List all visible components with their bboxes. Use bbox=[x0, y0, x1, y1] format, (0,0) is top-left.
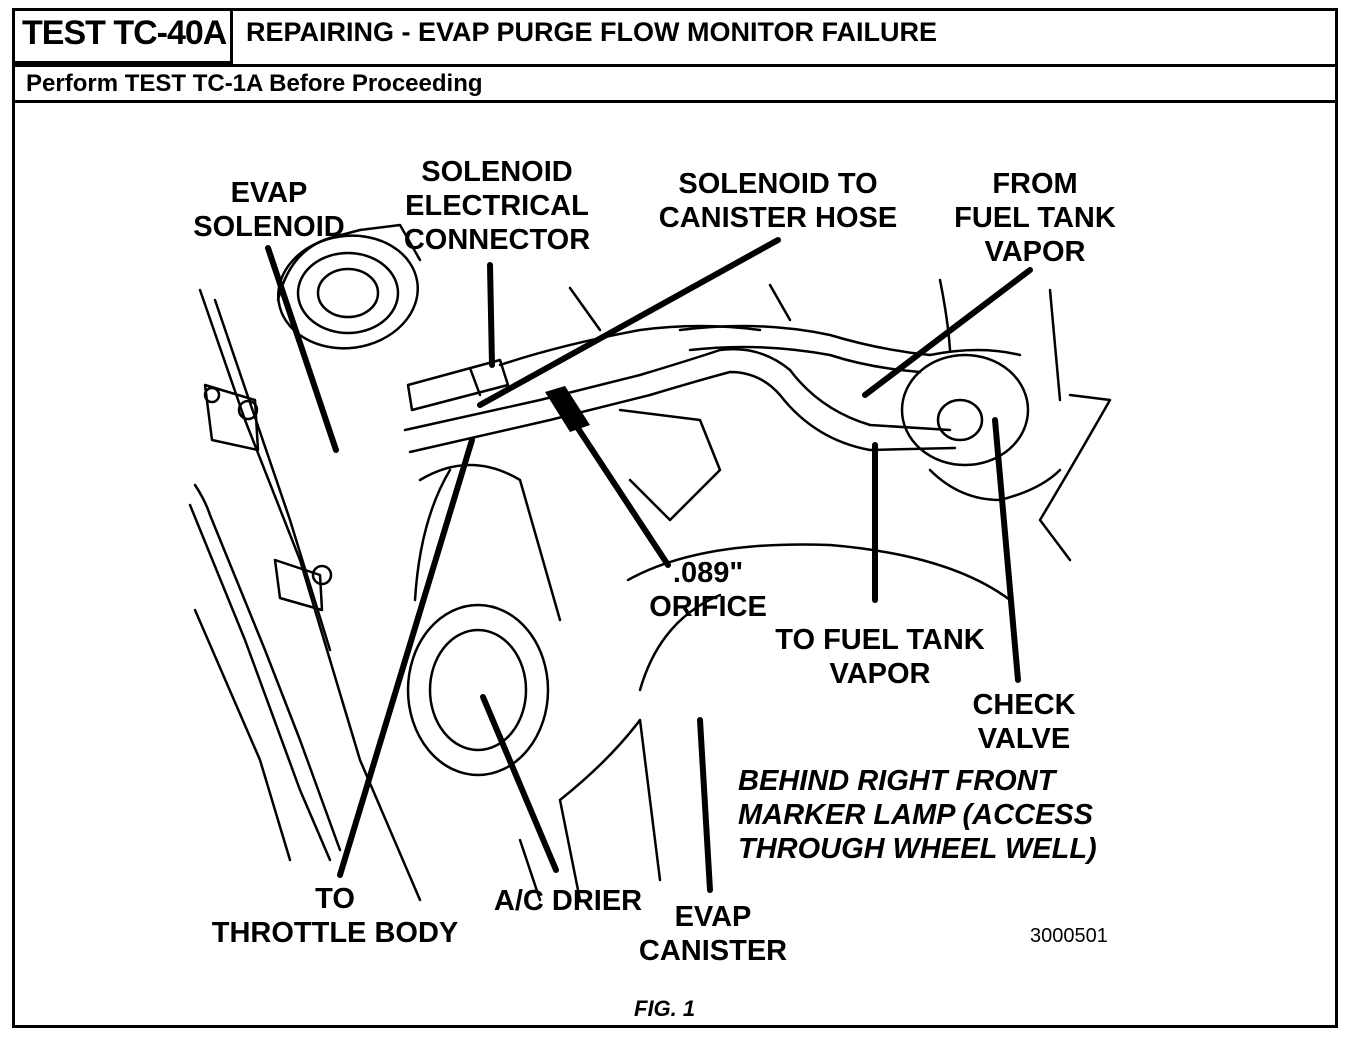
evap-canister-outline bbox=[558, 718, 662, 882]
test-id: TEST TC-40A bbox=[22, 14, 227, 52]
engine-line bbox=[928, 468, 1062, 502]
label-orifice: .089"ORIFICE bbox=[649, 557, 767, 623]
ac-drier-body bbox=[413, 468, 452, 602]
check-valve-body bbox=[900, 353, 1030, 467]
engine-line bbox=[518, 838, 542, 902]
leader-connector bbox=[487, 262, 495, 368]
frame-line bbox=[188, 503, 332, 862]
label-ac-drier: A/C DRIER bbox=[493, 885, 643, 917]
canister-hose bbox=[403, 348, 952, 432]
frame-line bbox=[193, 483, 342, 852]
check-valve-body bbox=[936, 398, 984, 442]
figure-caption: FIG. 1 bbox=[634, 996, 696, 1021]
solenoid-wire bbox=[498, 324, 762, 367]
engine-line bbox=[568, 286, 602, 332]
engine-line bbox=[1048, 288, 1062, 402]
vapor-hose bbox=[678, 324, 1022, 357]
header-rule bbox=[12, 100, 1338, 103]
leader-evap-solenoid bbox=[265, 245, 339, 453]
frame-line bbox=[193, 608, 292, 862]
prerequisite-note: Perform TEST TC-1A Before Proceeding bbox=[26, 70, 483, 97]
figure-code: 3000501 bbox=[1030, 925, 1108, 947]
solenoid-body bbox=[296, 251, 400, 335]
mount-bolt bbox=[237, 399, 259, 421]
engine-line bbox=[558, 798, 582, 902]
engine-line bbox=[1038, 393, 1112, 562]
leader-from-tank bbox=[862, 267, 1033, 398]
ac-drier-body bbox=[428, 628, 528, 752]
solenoid-connector-shape bbox=[468, 366, 482, 397]
mount-bolt bbox=[311, 564, 333, 586]
ac-drier-body bbox=[406, 603, 550, 777]
engine-line bbox=[768, 283, 792, 322]
header-divider bbox=[12, 64, 1338, 67]
mount-bolt bbox=[203, 386, 221, 404]
leader-throttle bbox=[337, 437, 475, 878]
mount-bracket bbox=[273, 558, 324, 612]
leader-ac-drier bbox=[480, 694, 559, 873]
frame-line bbox=[198, 288, 422, 902]
evap-canister-outline bbox=[638, 593, 722, 692]
figure-frame bbox=[12, 8, 1338, 1028]
orifice-restrictor bbox=[545, 386, 590, 432]
ac-drier-body bbox=[418, 463, 562, 622]
test-id-box bbox=[12, 8, 233, 64]
evap-canister-outline bbox=[626, 543, 1012, 602]
vapor-hose bbox=[688, 345, 922, 374]
test-title: REPAIRING - EVAP PURGE FLOW MONITOR FAIL… bbox=[246, 17, 938, 47]
solenoid-body bbox=[316, 267, 380, 319]
mount-bracket bbox=[203, 383, 260, 452]
frame-line bbox=[213, 298, 332, 652]
engine-line bbox=[938, 278, 952, 352]
leader-hose bbox=[477, 237, 781, 408]
leader-canister bbox=[697, 717, 713, 893]
engine-line bbox=[618, 408, 722, 522]
canister-hose bbox=[408, 370, 957, 454]
leader-check-valve bbox=[992, 417, 1021, 683]
